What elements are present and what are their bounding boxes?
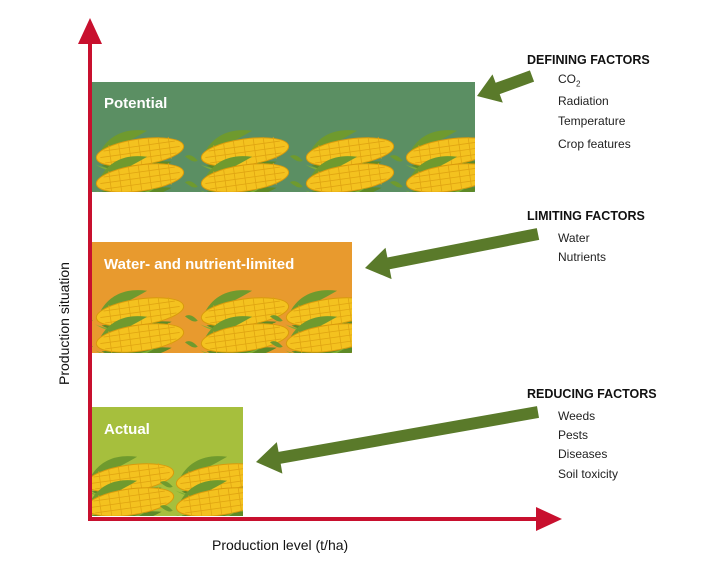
defining-factors-arrow [477, 70, 535, 103]
bar-water-nutrient-limited [92, 242, 352, 353]
reducing-factors-title: REDUCING FACTORS [527, 387, 657, 401]
limiting-factors-arrow [365, 228, 540, 280]
reducing-factor-soil-toxicity: Soil toxicity [558, 467, 619, 481]
defining-factor-crop-features: Crop features [558, 137, 631, 151]
co2-text: CO [558, 72, 576, 86]
limiting-factor-nutrients: Nutrients [558, 250, 607, 264]
bar-label-potential: Potential [104, 95, 168, 112]
reducing-factor-pests: Pests [558, 428, 589, 442]
defining-factor-co2: CO2 [558, 72, 580, 88]
bar-potential [92, 82, 475, 192]
defining-factor-radiation: Radiation [558, 94, 609, 108]
reducing-factor-weeds: Weeds [558, 409, 596, 423]
limiting-factor-water: Water [558, 231, 590, 245]
defining-factors-title: DEFINING FACTORS [527, 53, 650, 67]
reducing-factors-arrow [256, 406, 539, 474]
co2-subscript: 2 [576, 79, 581, 89]
reducing-factor-diseases: Diseases [558, 447, 608, 461]
bar-actual [92, 407, 243, 516]
y-axis-arrowhead [78, 18, 102, 44]
bar-label-actual: Actual [104, 421, 150, 438]
defining-factor-temperature: Temperature [558, 114, 626, 128]
bar-label-water-nutrient-limited: Water- and nutrient-limited [104, 256, 295, 273]
x-axis-arrowhead [536, 507, 562, 531]
y-axis-label: Production situation [56, 262, 72, 385]
x-axis-label: Production level (t/ha) [212, 537, 349, 553]
limiting-factors-title: LIMITING FACTORS [527, 209, 645, 223]
